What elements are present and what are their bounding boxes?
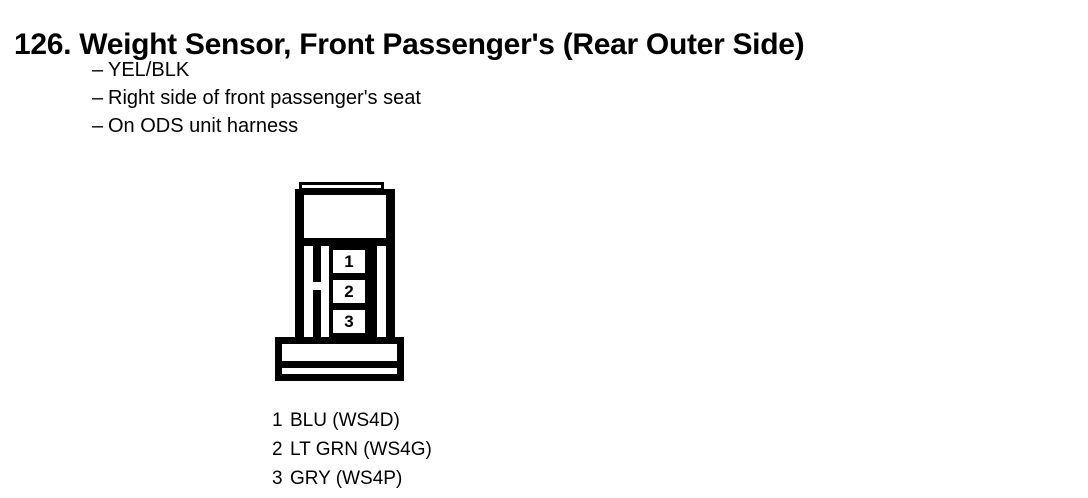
spec-list: – YEL/BLK – Right side of front passenge… (92, 56, 421, 140)
spec-item-label: On ODS unit harness (108, 115, 299, 137)
connector-base-flange (275, 337, 404, 381)
pin-legend-row: 3 GRY (WS4P) (272, 464, 432, 493)
pin-legend-number: 3 (272, 468, 283, 489)
spec-item-wire-color: – YEL/BLK (92, 56, 421, 84)
connector-left-column-upper (313, 246, 321, 282)
connector-divider-rail (295, 238, 395, 246)
pin-legend: 1 BLU (WS4D) 2 LT GRN (WS4G) 3 GRY (WS4P… (272, 406, 432, 493)
pin-legend-row: 2 LT GRN (WS4G) (272, 435, 432, 464)
dash-marker: – (92, 87, 104, 109)
dash-marker: – (92, 115, 104, 137)
connector-cavity-1: 1 (329, 246, 369, 277)
connector-cavity-2: 2 (329, 276, 369, 307)
pin-legend-label: GRY (WS4P) (290, 468, 403, 489)
connector-base-divider (282, 361, 397, 368)
spec-item-location: – Right side of front passenger's seat (92, 84, 421, 112)
connector-right-column (369, 246, 377, 337)
connector-diagram: 1 2 3 (275, 182, 405, 381)
connector-cavity-stack: 1 2 3 (329, 246, 369, 337)
pin-legend-label: LT GRN (WS4G) (290, 439, 432, 460)
spec-item-label: Right side of front passenger's seat (108, 87, 421, 109)
pin-legend-label: BLU (WS4D) (290, 410, 400, 431)
page-title: 126. Weight Sensor, Front Passenger's (R… (14, 28, 805, 62)
pin-legend-number: 2 (272, 439, 283, 460)
connector-left-column-lower (313, 290, 321, 337)
dash-marker: – (92, 59, 104, 81)
spec-item-label: YEL/BLK (108, 59, 190, 81)
pin-legend-number: 1 (272, 410, 283, 431)
connector-cavity-3: 3 (329, 306, 369, 337)
spec-item-harness: – On ODS unit harness (92, 112, 421, 140)
pin-legend-row: 1 BLU (WS4D) (272, 406, 432, 435)
